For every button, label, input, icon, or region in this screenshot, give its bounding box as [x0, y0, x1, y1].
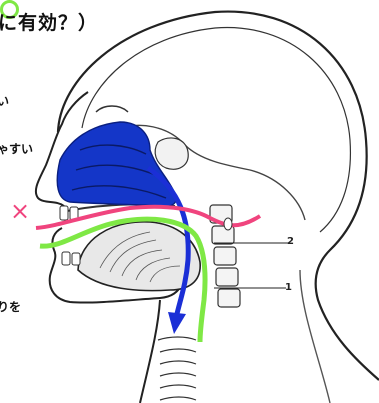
page-title: に有効？）	[0, 8, 98, 35]
text-fragment-1: い	[0, 92, 9, 109]
lower-teeth	[62, 252, 80, 265]
epiglottis	[224, 218, 232, 230]
sphenoid-sinus	[155, 138, 188, 169]
nasal-cavity	[57, 122, 176, 207]
trachea	[158, 337, 196, 400]
callout-label-1: 1	[285, 282, 292, 293]
nasal-airflow-arrowhead	[168, 312, 186, 334]
orbit	[96, 106, 128, 112]
cross-marker: ×	[10, 199, 30, 223]
text-fragment-2: ゃすい	[0, 140, 33, 157]
neck-front	[140, 300, 160, 403]
text-fragment-3: りを	[0, 298, 21, 315]
callout-label-2: 2	[287, 236, 294, 247]
